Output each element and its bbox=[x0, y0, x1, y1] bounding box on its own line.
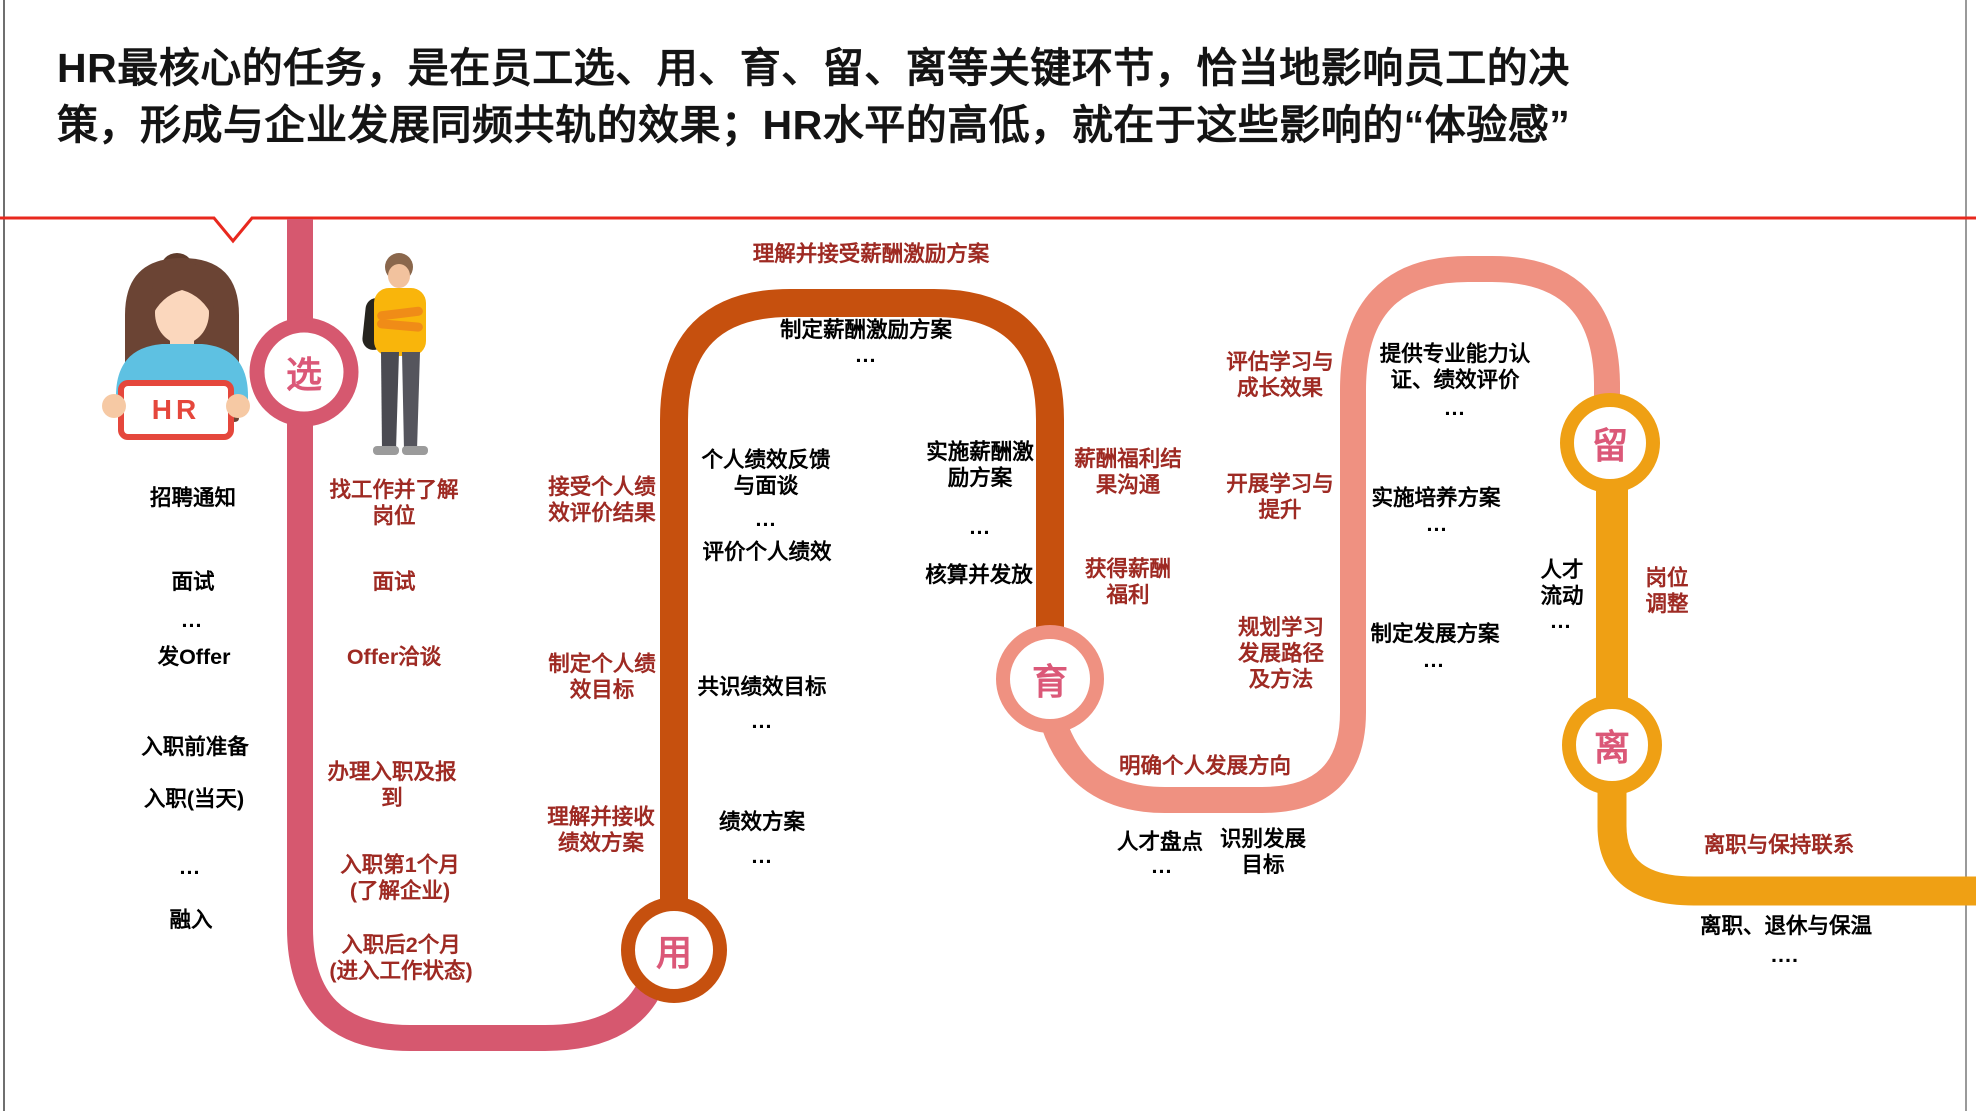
hr-person-fringe bbox=[150, 260, 214, 318]
employee-illustration bbox=[362, 253, 428, 455]
employee-label: 接受个人绩 效评价结果 bbox=[548, 474, 656, 525]
page-title-line1: HR最核心的任务，是在员工选、用、育、留、离等关键环节，恰当地影响员工的决 bbox=[57, 45, 1570, 91]
ellipsis-label: ... bbox=[751, 708, 773, 733]
hr-label: 共识绩效目标 bbox=[697, 674, 827, 699]
page-title: HR最核心的任务，是在员工选、用、育、留、离等关键环节，恰当地影响员工的决 策，… bbox=[57, 40, 1947, 154]
employee-left-leg bbox=[381, 352, 399, 450]
ellipsis-label: .... bbox=[1771, 942, 1799, 967]
hr-label: 实施薪酬激 励方案 bbox=[926, 439, 1034, 490]
stage-badge-use: 用 bbox=[655, 932, 693, 973]
employee-label: 岗位 调整 bbox=[1645, 565, 1689, 616]
hr-label: 实施培养方案 bbox=[1371, 485, 1501, 510]
hr-person-right-hand bbox=[226, 394, 250, 418]
employee-label: 评估学习与 成长效果 bbox=[1226, 349, 1334, 400]
employee-arm-bottom bbox=[377, 319, 423, 332]
path-develop bbox=[1041, 256, 1620, 813]
hr-label: 制定薪酬激励方案 bbox=[779, 317, 953, 342]
hr-sign-label: HR bbox=[151, 394, 201, 425]
employee-label: Offer洽谈 bbox=[346, 644, 442, 669]
ellipsis-label: ... bbox=[1444, 395, 1466, 420]
employee-label: 薪酬福利结 果沟通 bbox=[1074, 446, 1182, 497]
ellipsis-label: ... bbox=[1426, 511, 1448, 536]
hr-label: 评价个人绩效 bbox=[702, 539, 832, 564]
hr-label: 核算并发放 bbox=[925, 562, 1033, 587]
employee-label: 制定个人绩 效目标 bbox=[548, 651, 656, 702]
stage-badge-retain: 留 bbox=[1591, 425, 1629, 466]
employee-label: 获得薪酬 福利 bbox=[1084, 556, 1172, 607]
hr-label: 人才盘点 bbox=[1116, 829, 1204, 854]
ellipsis-label: ... bbox=[179, 854, 201, 879]
hr-label: 提供专业能力认 证、绩效评价 bbox=[1379, 341, 1531, 392]
hr-label: 发Offer bbox=[157, 644, 231, 669]
ellipsis-label: ... bbox=[751, 843, 773, 868]
employee-label: 办理入职及报 到 bbox=[327, 759, 457, 810]
hr-person-face bbox=[155, 282, 209, 344]
path-select bbox=[287, 219, 669, 1051]
ellipsis-label: ... bbox=[181, 607, 203, 632]
employee-label: 面试 bbox=[372, 569, 416, 594]
hr-label: 制定发展方案 bbox=[1370, 621, 1500, 646]
hr-label: 入职前准备 bbox=[141, 734, 249, 759]
employee-label: 理解并接受薪酬激励方案 bbox=[752, 241, 990, 266]
employee-label: 入职第1个月 (了解企业) bbox=[340, 852, 460, 903]
employee-label: 离职与保持联系 bbox=[1703, 832, 1855, 857]
hr-label: 入职(当天) bbox=[143, 786, 245, 811]
ellipsis-label: ... bbox=[1550, 608, 1572, 633]
hr-label: 融入 bbox=[169, 907, 213, 932]
ellipsis-label: ... bbox=[1151, 853, 1173, 878]
employee-right-leg bbox=[402, 352, 420, 450]
employee-label: 明确个人发展方向 bbox=[1118, 753, 1292, 778]
hr-person-illustration bbox=[102, 253, 250, 440]
ellipsis-label: ... bbox=[755, 506, 777, 531]
ellipsis-label: ... bbox=[969, 514, 991, 539]
stage-circle-exit bbox=[1562, 695, 1662, 795]
employee-label: 开展学习与 提升 bbox=[1226, 471, 1334, 522]
employee-right-shoe bbox=[402, 446, 428, 455]
stage-circle-retain bbox=[1560, 393, 1660, 493]
employee-label: 入职后2个月 (进入工作状态) bbox=[329, 932, 473, 983]
hr-label: 离职、退休与保温 bbox=[1699, 913, 1873, 938]
employee-arm-top bbox=[377, 306, 423, 321]
path-use bbox=[660, 289, 1064, 904]
employee-face bbox=[388, 264, 410, 288]
ellipsis-label: ... bbox=[1423, 647, 1445, 672]
stage-circle-develop bbox=[996, 625, 1104, 733]
hr-label: 面试 bbox=[171, 569, 215, 594]
header-divider-line bbox=[0, 216, 1976, 244]
employee-left-shoe bbox=[373, 446, 399, 455]
employee-label: 理解并接收 绩效方案 bbox=[547, 804, 655, 855]
employee-label: 规划学习 发展路径 及方法 bbox=[1237, 615, 1325, 693]
hr-label: 招聘通知 bbox=[149, 485, 237, 510]
hr-person-left-hand bbox=[102, 394, 126, 418]
stage-badge-select: 选 bbox=[285, 354, 323, 395]
hr-label: 个人绩效反馈 与面谈 bbox=[701, 447, 831, 498]
employee-label: 找工作并了解 岗位 bbox=[329, 477, 459, 528]
stage-circle-use bbox=[621, 897, 727, 1003]
hr-label: 绩效方案 bbox=[718, 809, 806, 834]
ellipsis-label: ... bbox=[855, 342, 877, 367]
stage-badge-develop: 育 bbox=[1031, 661, 1069, 702]
stage-badge-exit: 离 bbox=[1593, 727, 1631, 768]
hr-label: 识别发展 目标 bbox=[1219, 826, 1307, 877]
path-exit bbox=[1597, 790, 1976, 906]
stage-circle-select bbox=[249, 317, 359, 427]
page-title-line2: 策，形成与企业发展同频共轨的效果；HR水平的高低，就在于这些影响的“体验感” bbox=[57, 102, 1571, 148]
hr-label: 人才 流动 bbox=[1540, 557, 1584, 608]
